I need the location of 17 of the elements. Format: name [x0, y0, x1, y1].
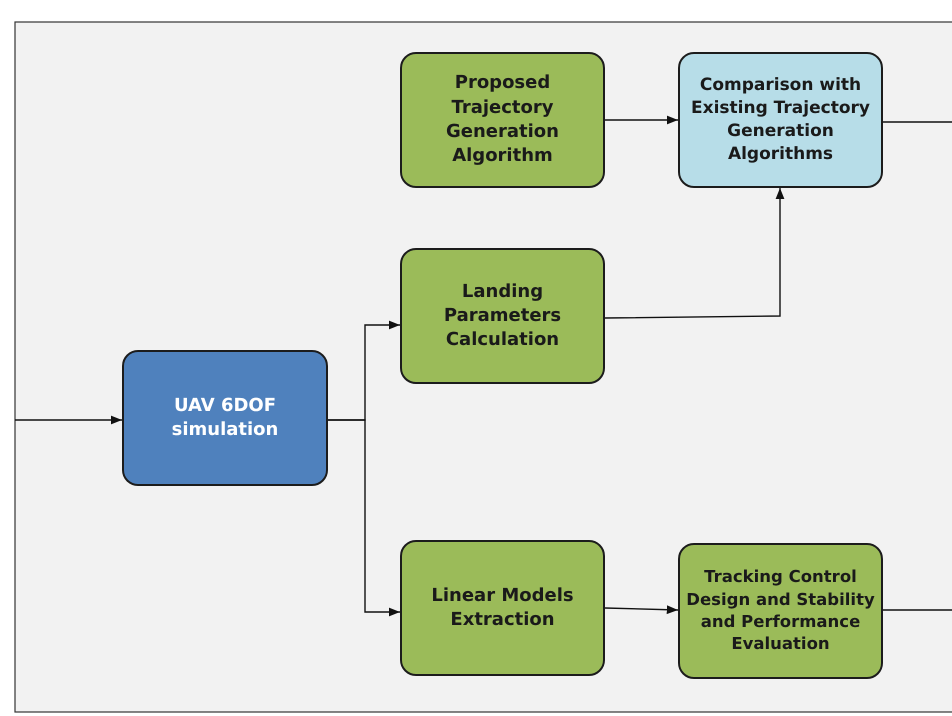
- process-box: [678, 52, 883, 188]
- arrow: [605, 188, 784, 319]
- arrow: [604, 605, 678, 614]
- arrow: [328, 419, 400, 616]
- box-label: UAV 6DOF simulation: [170, 394, 280, 442]
- process-box: [678, 543, 883, 679]
- process-box: [400, 248, 605, 384]
- box-label: Linear Models Extraction: [430, 584, 575, 632]
- box-label: Tracking Control Design and Stability and Performance Evaluation: [686, 566, 875, 656]
- box-label: Landing Parameters Calculation: [442, 280, 562, 352]
- box-label: Proposed Trajectory Generation Algorithm: [445, 71, 560, 168]
- arrow: [605, 116, 678, 124]
- process-box: [400, 52, 605, 188]
- arrow: [15, 416, 122, 424]
- process-box: [400, 540, 605, 676]
- box-label: Comparison with Existing Trajectory Generation Algorithms: [690, 74, 871, 166]
- process-box: [122, 350, 328, 486]
